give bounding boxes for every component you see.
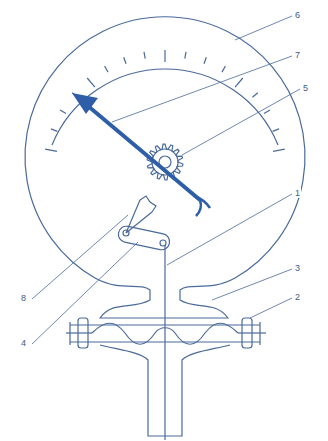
- leader-line: [250, 298, 292, 318]
- leader-line: [182, 89, 300, 155]
- callout-number: 5: [302, 83, 309, 93]
- scale-tick: [45, 149, 57, 151]
- scale-tick: [273, 129, 280, 132]
- scale-tick: [124, 57, 126, 64]
- scale-tick: [222, 66, 225, 72]
- scale-tick: [87, 78, 95, 87]
- dial-scale: [52, 69, 278, 145]
- scale-tick: [144, 52, 145, 59]
- scale-tick: [273, 149, 285, 151]
- scale-tick: [164, 50, 165, 62]
- leader-line: [212, 269, 292, 300]
- leader-line: [112, 56, 292, 122]
- scale-tick: [252, 93, 257, 98]
- callout-number: 4: [20, 338, 27, 348]
- callout-number: 3: [294, 263, 301, 273]
- callout-number: 2: [294, 292, 301, 302]
- scale-tick: [185, 52, 186, 59]
- scale-tick: [204, 57, 206, 64]
- link-rod: [164, 245, 165, 440]
- callout-number: 1: [294, 188, 301, 198]
- leader-line: [32, 215, 128, 299]
- scale-tick: [235, 78, 243, 87]
- leader-line: [235, 16, 292, 40]
- scale-tick: [51, 129, 58, 132]
- leader-line: [32, 242, 138, 344]
- scale-tick: [264, 110, 270, 114]
- scale-ticks: [45, 50, 285, 151]
- gear-sector: [126, 196, 156, 233]
- callout-number: 6: [294, 10, 301, 20]
- leader-line: [167, 194, 292, 265]
- scale-tick: [60, 110, 66, 114]
- lever: [117, 225, 171, 251]
- callout-number: 7: [294, 50, 301, 60]
- scale-tick: [105, 66, 108, 72]
- callout-number: 8: [20, 293, 27, 303]
